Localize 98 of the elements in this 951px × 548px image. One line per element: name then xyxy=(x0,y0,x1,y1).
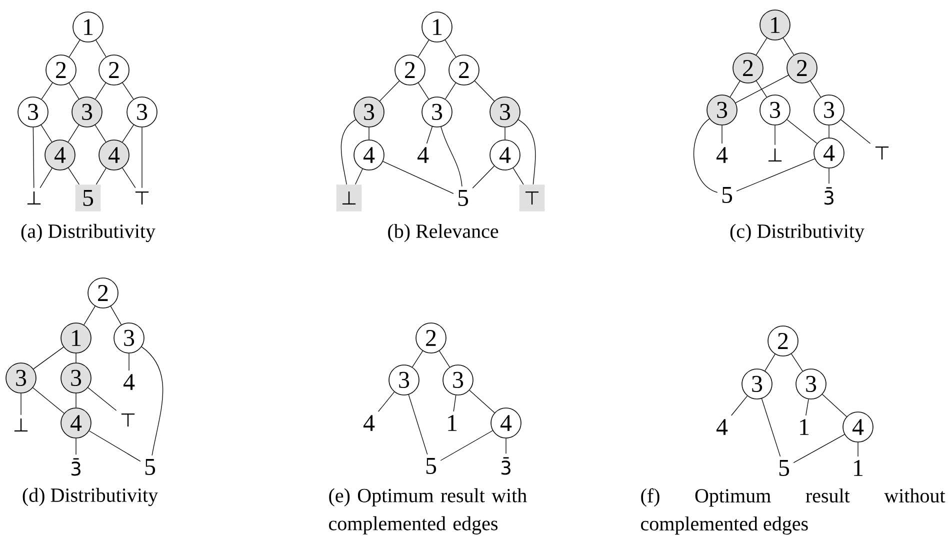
terminal-label: 5 xyxy=(426,458,436,474)
edge-line xyxy=(68,82,80,100)
edge-line xyxy=(518,119,536,185)
edge-line xyxy=(822,394,847,417)
edge-line xyxy=(440,126,462,187)
edge-line xyxy=(439,350,450,368)
terminal-label: 4 xyxy=(363,415,375,431)
edge-line xyxy=(20,393,22,416)
edge-line xyxy=(418,40,430,58)
edge-line xyxy=(786,119,818,144)
terminal-label: ⊤ xyxy=(121,413,135,427)
edge-line xyxy=(730,80,740,98)
edge-line xyxy=(96,40,106,58)
terminal-label: 1 xyxy=(854,460,863,476)
edge-line xyxy=(88,430,141,462)
edge-line xyxy=(806,398,809,416)
terminal-label: ⊤ xyxy=(135,191,149,205)
edge-line xyxy=(756,38,768,56)
terminal-label: 4 xyxy=(716,419,728,435)
edge-line xyxy=(408,394,428,455)
edge-line xyxy=(840,119,871,144)
edge-line xyxy=(33,346,64,370)
subfigure-caption: (f) Optimum result without complemented edges xyxy=(641,488,946,535)
edge-line xyxy=(504,127,506,140)
edge-line xyxy=(355,168,363,185)
edge-line xyxy=(68,124,80,142)
edge-line xyxy=(94,124,106,142)
edge-line xyxy=(512,168,524,185)
edge-line xyxy=(84,306,96,326)
edge-line xyxy=(694,118,718,193)
terminal-label: ⊥ xyxy=(14,418,28,432)
edge-line xyxy=(828,168,830,184)
terminal-label: 3̄ xyxy=(824,187,834,205)
edge-line xyxy=(793,434,845,463)
edge-line xyxy=(128,353,130,371)
edge-line xyxy=(469,390,495,414)
edge-line xyxy=(756,80,767,98)
subfigure-caption: (c) Distributivity xyxy=(730,224,864,242)
terminal-label: ⊥ xyxy=(27,191,41,205)
terminal-label: 3̄ xyxy=(72,458,80,476)
edge-line xyxy=(122,124,134,142)
terminal-label: 4 xyxy=(716,147,728,163)
edge-line xyxy=(782,38,794,56)
edge-line xyxy=(444,40,456,58)
edge-line xyxy=(761,398,781,457)
terminal-label: 5 xyxy=(779,460,790,476)
edge-line xyxy=(736,158,816,192)
terminal-label: 4 xyxy=(123,374,135,390)
edge-line xyxy=(95,82,106,100)
terminal-label: 5 xyxy=(145,459,156,475)
edge-line xyxy=(122,82,134,100)
edge-line xyxy=(474,80,495,102)
subfigure-caption: (e) Optimum result with complemented edges xyxy=(329,488,527,534)
highlighted-terminal: 5 xyxy=(75,184,101,212)
edge-line xyxy=(68,168,80,185)
edge-line xyxy=(96,168,106,185)
edge-line xyxy=(122,168,136,188)
terminal-label: 3̄ xyxy=(501,457,510,475)
edge-line xyxy=(340,119,356,185)
edge-line xyxy=(382,161,454,194)
edge-line xyxy=(735,74,789,104)
edge-line xyxy=(88,387,117,411)
edge-line xyxy=(445,82,456,100)
edge-line xyxy=(141,346,164,456)
edge-line xyxy=(32,387,64,414)
edge-line xyxy=(426,126,433,144)
edge-line xyxy=(368,127,370,140)
edge-line xyxy=(418,82,429,100)
edge-line xyxy=(412,350,423,368)
edge-line xyxy=(472,166,495,188)
edge-line xyxy=(40,168,52,188)
edge-line xyxy=(453,394,456,412)
edge-line xyxy=(731,396,748,416)
terminal-label: 4 xyxy=(417,147,429,163)
edge-line xyxy=(40,124,52,142)
terminal-label: ⊥ xyxy=(768,148,782,162)
edge-line xyxy=(810,80,821,98)
subfigure-caption: (d) Distributivity xyxy=(22,488,158,506)
terminal-label: 1 xyxy=(800,419,809,435)
edge-line xyxy=(828,125,830,138)
subfigure-caption: (b) Relevance xyxy=(388,224,498,242)
edge-line xyxy=(378,392,395,412)
highlighted-terminal: ⊤ xyxy=(519,184,545,212)
edge-line xyxy=(32,127,34,188)
terminal-label: ⊤ xyxy=(875,146,889,160)
edge-line xyxy=(41,82,53,100)
terminal-label: 1 xyxy=(448,415,457,431)
edge-line xyxy=(774,125,776,146)
edge-line xyxy=(379,80,400,102)
edge-line xyxy=(791,354,803,372)
edge-line xyxy=(764,354,776,372)
terminal-label: 5 xyxy=(458,190,468,206)
edge-line xyxy=(68,40,80,58)
subfigure-caption: (a) Distributivity xyxy=(21,224,156,242)
edge-line xyxy=(440,430,493,461)
terminal-label: 5 xyxy=(722,187,732,203)
highlighted-terminal: ⊥ xyxy=(336,184,362,212)
edge-line xyxy=(110,306,122,325)
